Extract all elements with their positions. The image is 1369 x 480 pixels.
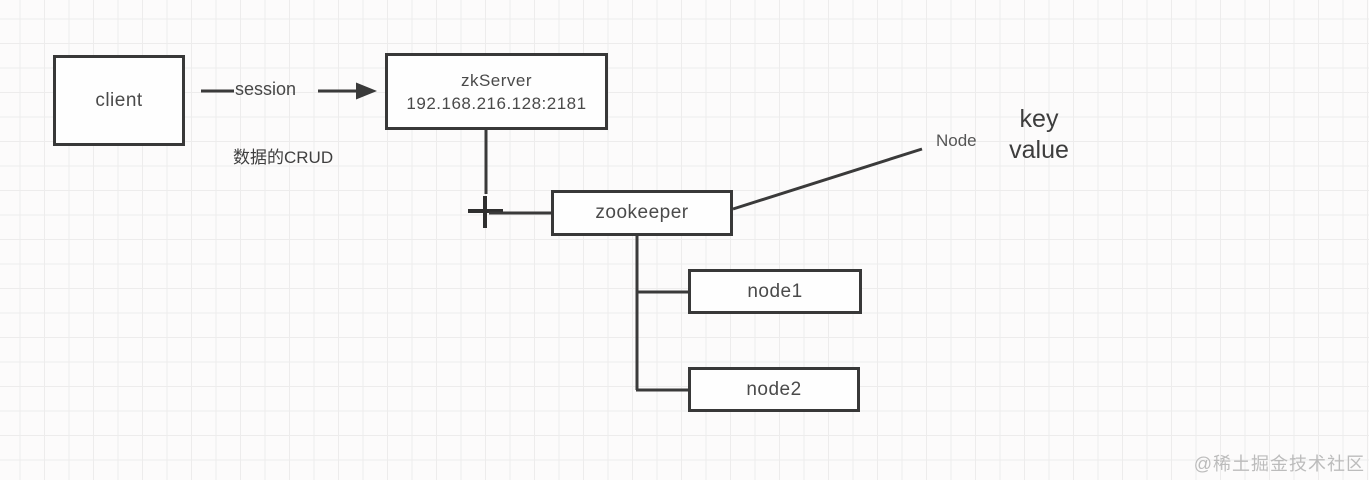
zkserver-title: zkServer bbox=[460, 70, 533, 90]
key-label: key bbox=[1019, 105, 1059, 133]
node-node2-label: node2 bbox=[746, 378, 802, 400]
value-label: value bbox=[1009, 136, 1069, 164]
juejin-watermark: @稀土掘金技术社区 bbox=[1193, 454, 1365, 474]
node-client: client bbox=[53, 55, 185, 146]
node-node2: node2 bbox=[688, 367, 860, 412]
zookeeper-to-node-annotation-line bbox=[732, 147, 923, 211]
node-zkserver-label: zkServer 192.168.216.128:2181 bbox=[406, 69, 586, 115]
node-node1: node1 bbox=[688, 269, 862, 314]
node-node1-label: node1 bbox=[747, 280, 803, 302]
session-arrowhead bbox=[356, 82, 377, 100]
node-zookeeper-label: zookeeper bbox=[595, 202, 689, 223]
session-arrow-label: session bbox=[235, 79, 297, 99]
node-zookeeper: zookeeper bbox=[551, 190, 733, 236]
node-zkserver: zkServer 192.168.216.128:2181 bbox=[385, 53, 608, 130]
zkserver-address: 192.168.216.128:2181 bbox=[406, 93, 587, 113]
key-value-annotation: key value bbox=[1003, 104, 1075, 166]
crud-annotation: 数据的CRUD bbox=[233, 148, 334, 167]
node-annotation: Node bbox=[936, 131, 977, 150]
node-client-label: client bbox=[95, 89, 143, 111]
